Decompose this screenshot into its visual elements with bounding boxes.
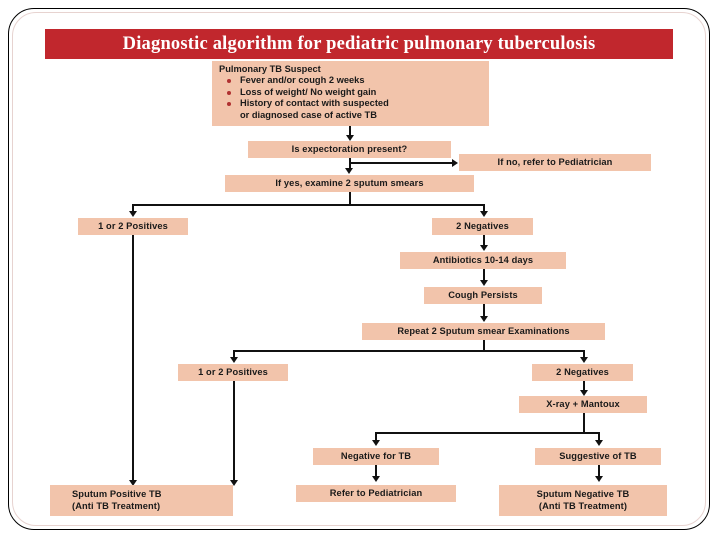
node-sputum-negative-text: Sputum Negative TB (Anti TB Treatment) [537,489,630,512]
connector-neg1-to-antibiotics [483,235,486,248]
node-refer-to-pediatrician: Refer to Pediatrician [296,485,456,502]
node-suspect-bullet-1: Fever and/or cough 2 weeks [240,75,365,86]
arrowhead-down-icon [128,480,137,486]
connector-split-left-2 [233,349,236,360]
list-item: Fever and/or cough 2 weeks [219,75,483,86]
connector-neg2-to-xray [583,381,586,393]
connector-repeat-stem [483,340,486,351]
node-label: Suggestive of TB [559,450,637,461]
connector-split-bar-2 [233,349,585,352]
arrowhead-down-icon [594,440,603,446]
list-item: History of contact with suspected or dia… [219,98,483,121]
node-label: If no, refer to Pediatrician [497,156,613,167]
node-label: 2 Negatives [456,220,509,231]
arrowhead-down-icon [479,280,488,286]
connector-split-left-1 [132,203,135,214]
node-sputum-positive-tb: Sputum Positive TB (Anti TB Treatment) [50,485,233,516]
node-sputum-negative-tb: Sputum Negative TB (Anti TB Treatment) [499,485,667,516]
connector-expectoration-to-refer-no [348,162,454,165]
arrowhead-down-icon [229,480,238,486]
connector-split-left-3 [375,431,378,443]
node-if-no-refer-to-pediatrician: If no, refer to Pediatrician [459,154,651,171]
arrowhead-right-icon [452,158,458,167]
node-suspect-heading: Pulmonary TB Suspect [219,64,321,74]
node-label-line2: (Anti TB Treatment) [538,500,628,511]
node-suspect-bullet-3b: or diagnosed case of active TB [240,109,377,120]
connector-xray-stem [583,413,586,432]
node-label: Antibiotics 10-14 days [432,254,534,265]
arrowhead-down-icon [479,316,488,322]
node-label-line2: (Anti TB Treatment) [72,500,161,511]
node-sputum-positive-text: Sputum Positive TB (Anti TB Treatment) [72,489,162,512]
arrowhead-down-icon [479,211,488,217]
arrowhead-down-icon [371,440,380,446]
arrowhead-down-icon [229,357,238,363]
node-cough-persists: Cough Persists [424,287,542,304]
node-label: Repeat 2 Sputum smear Examinations [397,325,570,336]
arrowhead-down-icon [345,168,353,174]
connector-antibiotics-to-cough [483,269,486,282]
arrowhead-down-icon [345,135,354,141]
node-label-line1: Sputum Negative TB [536,489,630,499]
node-label: 1 or 2 Positives [98,220,168,231]
node-suspect-bullet-2: Loss of weight/ No weight gain [240,86,377,97]
connector-pos1-to-sputum-positive [132,235,135,484]
node-suspect-bullet-list: Fever and/or cough 2 weeks Loss of weigh… [219,75,483,121]
node-label-line1: Sputum Positive TB [72,489,162,499]
connector-expectoration-stem [348,158,351,165]
arrowhead-down-icon [371,476,380,482]
node-label: If yes, examine 2 sputum smears [275,177,424,188]
arrowhead-down-icon [594,476,603,482]
node-xray-plus-mantoux: X-ray + Mantoux [519,396,647,413]
node-label: 2 Negatives [556,366,609,377]
page-title-text: Diagnostic algorithm for pediatric pulmo… [122,33,596,54]
node-1-or-2-positives-first: 1 or 2 Positives [78,218,188,235]
node-2-negatives-first: 2 Negatives [432,218,533,235]
arrowhead-down-icon [128,211,137,217]
node-label: X-ray + Mantoux [546,398,620,409]
connector-examine-stem [348,192,351,205]
connector-negtb-to-refer-pediatrician [375,465,378,479]
node-antibiotics-10-14-days: Antibiotics 10-14 days [400,252,566,269]
connector-split-right-3 [598,431,601,443]
connector-pos2-to-sputum-positive [233,381,236,484]
connector-cough-to-repeat [483,304,486,319]
node-label: Negative for TB [340,450,412,461]
node-if-yes-examine-2-sputum-smears: If yes, examine 2 sputum smears [225,175,474,192]
node-negative-for-tb: Negative for TB [313,448,439,465]
bullet-icon [227,102,231,107]
connector-split-right-2 [583,349,586,360]
arrowhead-down-icon [479,245,488,251]
connector-split-right-1 [483,203,486,214]
connector-suggtb-to-sputum-negative [598,465,601,479]
node-1-or-2-positives-second: 1 or 2 Positives [178,364,288,381]
node-suggestive-of-tb: Suggestive of TB [535,448,661,465]
arrowhead-down-icon [579,357,588,363]
node-label: Refer to Pediatrician [329,487,423,498]
connector-split-bar-1 [132,203,485,206]
connector-split-bar-3 [375,431,600,434]
node-label: Is expectoration present? [291,143,408,154]
node-2-negatives-second: 2 Negatives [532,364,633,381]
page-title: Diagnostic algorithm for pediatric pulmo… [45,29,673,59]
connector-suspect-to-expectoration [349,126,352,137]
node-pulmonary-tb-suspect: Pulmonary TB Suspect Fever and/or cough … [212,61,489,126]
connector-expectoration-to-examine [348,162,351,171]
bullet-icon [227,90,231,95]
node-label: 1 or 2 Positives [198,366,268,377]
list-item: Loss of weight/ No weight gain [219,87,483,98]
node-repeat-2-sputum-smear-examinations: Repeat 2 Sputum smear Examinations [362,323,605,340]
arrowhead-down-icon [579,390,588,396]
node-is-expectoration-present: Is expectoration present? [248,141,451,158]
node-label: Cough Persists [448,289,518,300]
bullet-icon [227,79,231,84]
node-suspect-bullet-3a: History of contact with suspected [240,98,389,109]
